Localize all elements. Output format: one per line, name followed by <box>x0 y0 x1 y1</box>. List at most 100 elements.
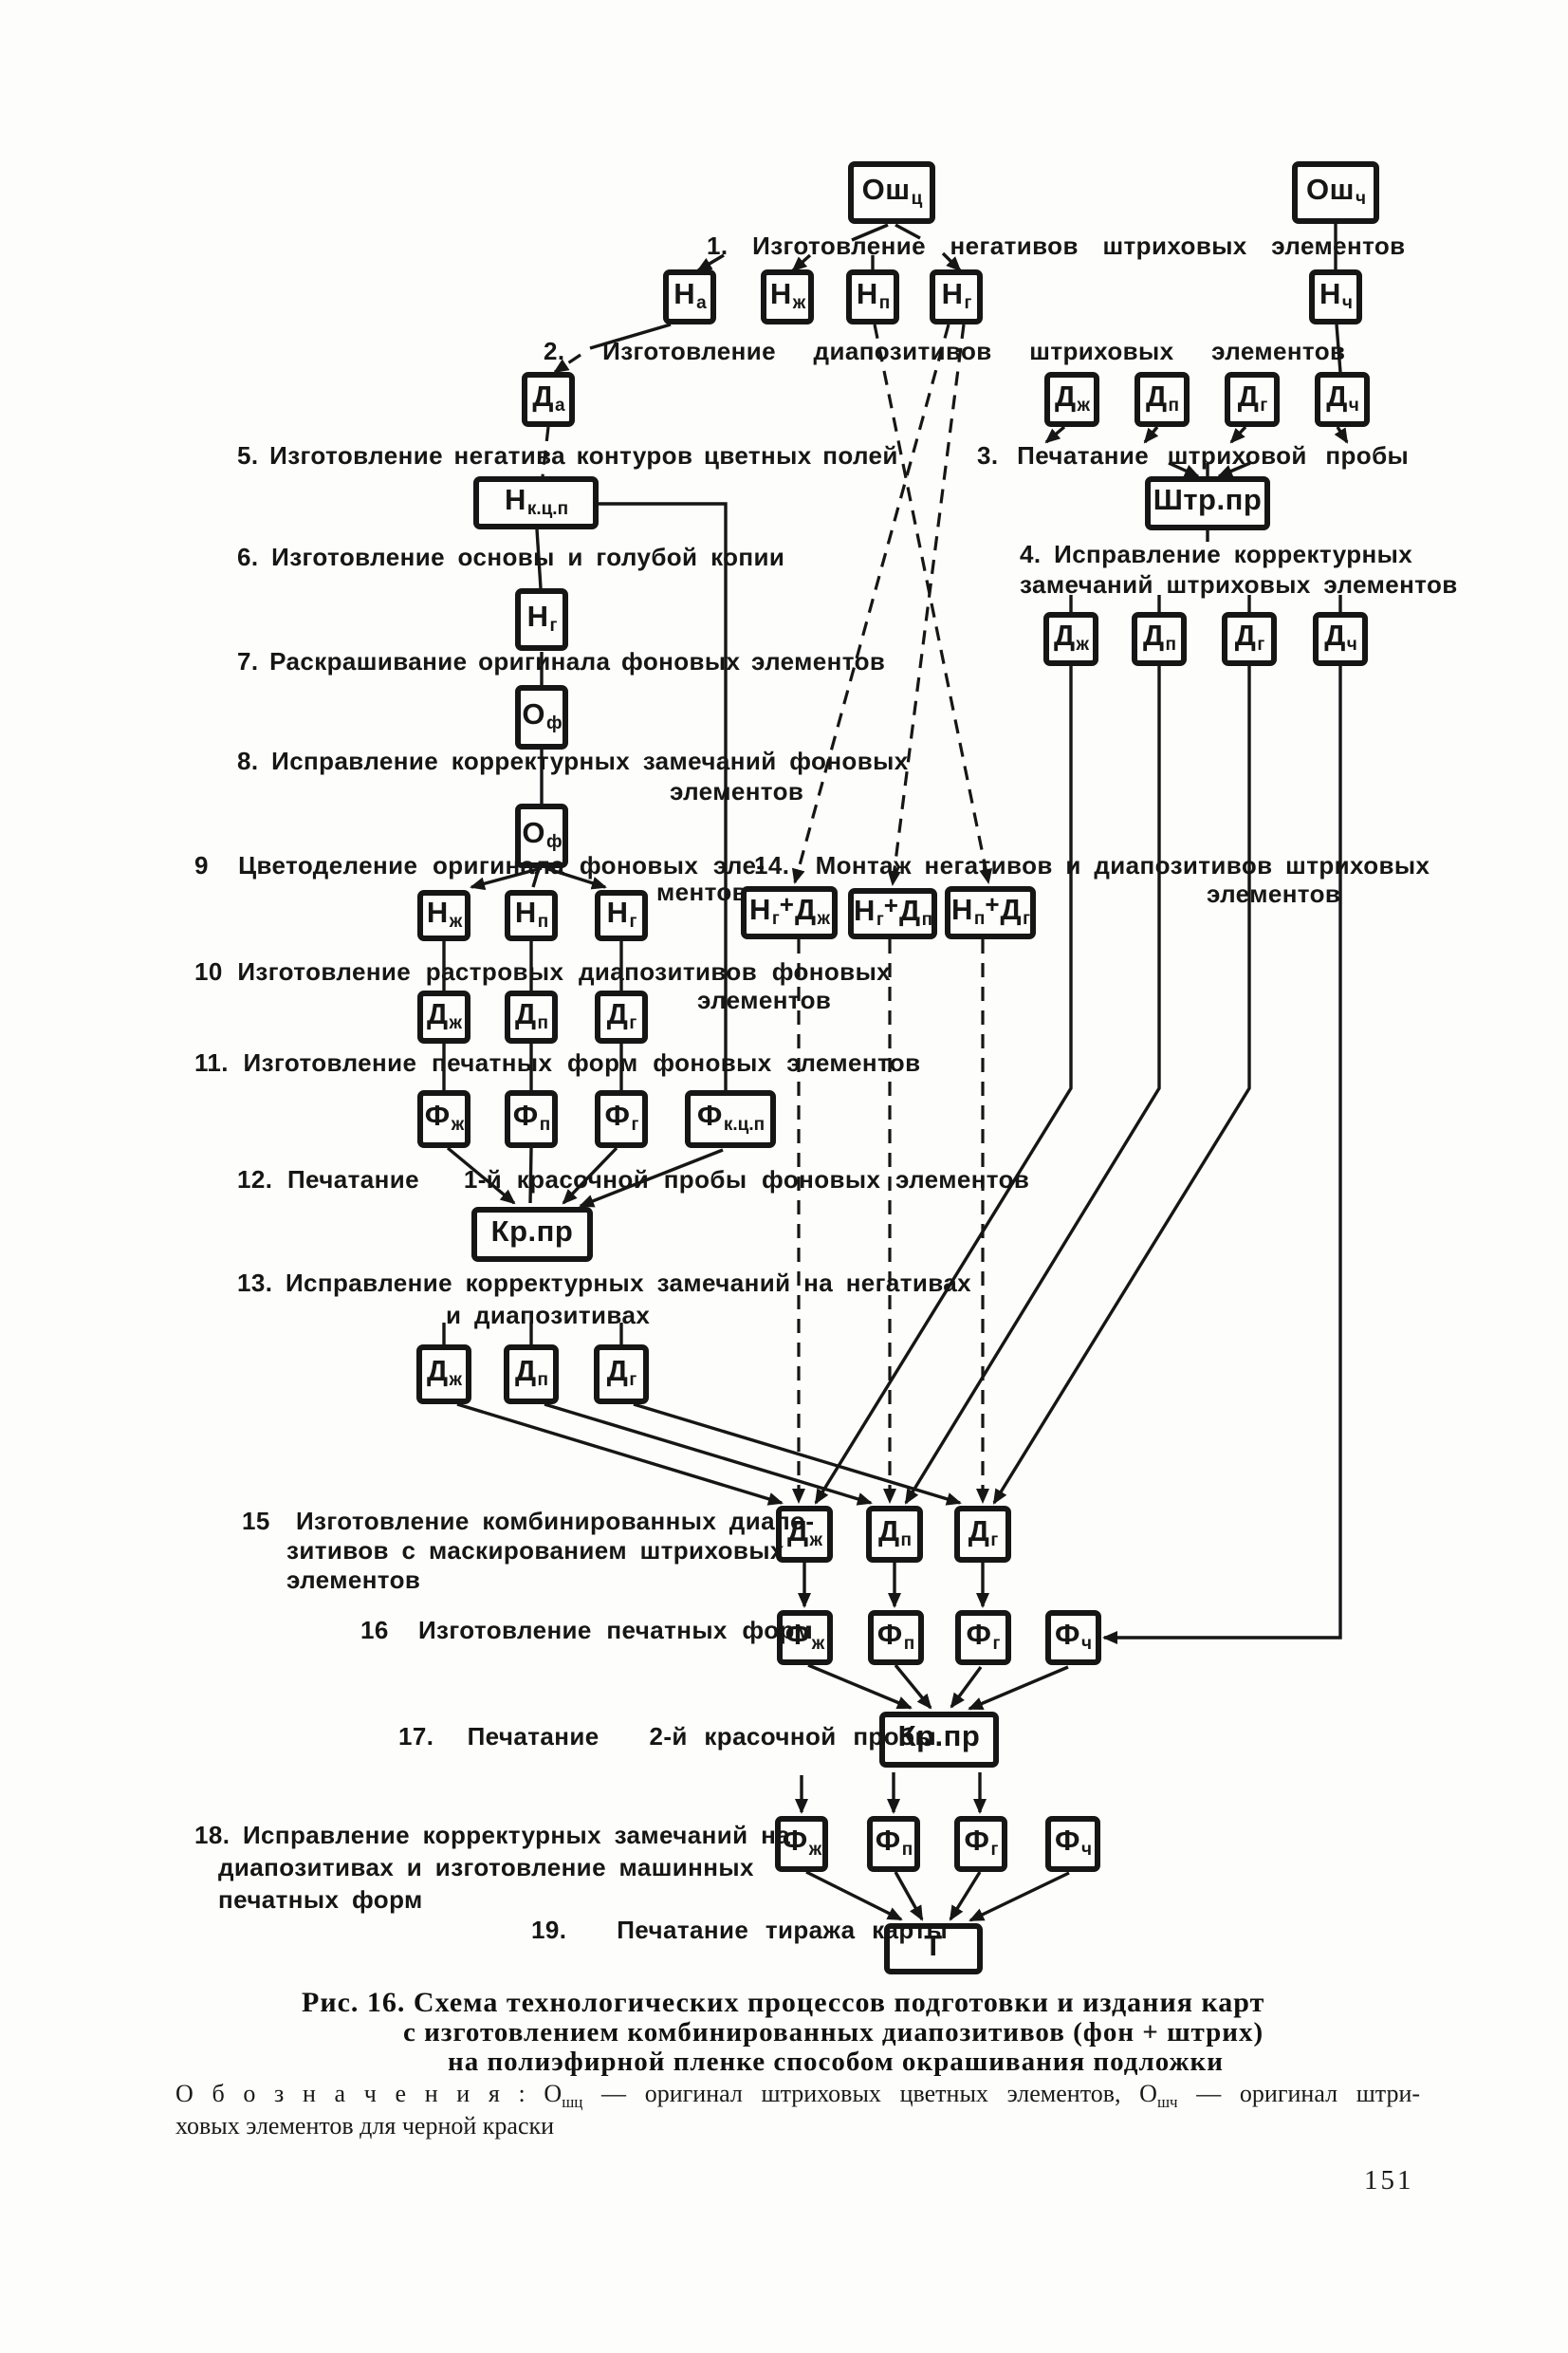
connector <box>1044 425 1066 444</box>
legend-line-2: ховых элементов для черной краски <box>175 2112 555 2140</box>
connector <box>950 1665 983 1709</box>
connector <box>791 324 950 884</box>
caption-line-1: Рис. 16. Схема технологических процессов… <box>302 1987 1265 2018</box>
box-kr-pr-2: Кр.пр <box>879 1712 999 1768</box>
legend-symbol-1-sub: шц <box>562 2093 583 2112</box>
connector <box>1229 425 1247 444</box>
connector <box>791 253 812 272</box>
step-label-8: 7. Раскрашивание оригинала фоновых элеме… <box>237 647 886 676</box>
connector <box>633 1402 962 1506</box>
connector <box>470 866 543 891</box>
connector <box>807 1663 913 1710</box>
connector <box>895 223 921 240</box>
legend-text-2: — оригинал штри- <box>1177 2080 1421 2107</box>
connector <box>1102 666 1342 1644</box>
legend-symbol-2-sub: шч <box>1156 2093 1178 2112</box>
caption-line-2: с изготовлением комбинированных диапозит… <box>403 2017 1264 2047</box>
connector <box>894 1871 924 1921</box>
connector <box>814 666 1073 1505</box>
connector <box>851 223 889 242</box>
connector <box>696 253 725 272</box>
connector <box>1335 324 1342 373</box>
connector <box>579 1148 724 1208</box>
step-label-16: элементов <box>697 986 832 1014</box>
step-label-21: 15 Изготовление комбинированных диапо- <box>242 1507 815 1535</box>
legend-symbol-2: О <box>1139 2080 1157 2107</box>
step-label-22: зитивов с маскированием штриховых <box>286 1536 784 1565</box>
connector <box>904 666 1161 1505</box>
connector <box>894 1663 932 1710</box>
connector <box>531 867 541 888</box>
connector <box>805 1870 903 1921</box>
step-label-10: элементов <box>670 777 804 806</box>
step-label-19: 13. Исправление корректурных замечаний н… <box>237 1269 972 1297</box>
legend-line-1: О б о з н а ч е н и я : Ошц — оригинал ш… <box>175 2080 1420 2112</box>
connector <box>968 1665 1069 1711</box>
connector <box>941 251 962 272</box>
page-number: 151 <box>1364 2165 1414 2196</box>
connector <box>1334 426 1349 444</box>
connector <box>887 324 966 886</box>
step-label-28: печатных форм <box>218 1885 423 1914</box>
step-label-4: 3. Печатание штриховой пробы <box>977 441 1410 470</box>
legend-text-1: — оригинал штриховых цветных элементов, <box>582 2080 1140 2107</box>
step-label-24: 16 Изготовление печатных форм <box>360 1616 814 1644</box>
connector <box>541 426 550 477</box>
connector <box>562 1146 618 1205</box>
connector <box>528 1147 533 1204</box>
step-label-7: замечаний штриховых элементов <box>1020 570 1458 599</box>
connector <box>599 502 728 1090</box>
connector <box>544 1402 873 1506</box>
connector <box>968 1871 1070 1922</box>
box-kr-pr-1: Кр.пр <box>471 1207 593 1262</box>
legend-symbol-1: О <box>544 2080 563 2107</box>
step-label-2: 2. Изготовление диапозитивов штриховых э… <box>544 337 1346 365</box>
step-label-9: 8. Исправление корректурных замечаний фо… <box>237 747 909 775</box>
box-shtr-pr: Штр.пр <box>1145 476 1270 530</box>
step-label-3: 5. Изготовление негатива контуров цветны… <box>237 441 898 470</box>
step-label-11: 9 Цветоделение оригинала фоновых эле- <box>194 851 766 880</box>
step-label-17: 11. Изготовление печатных форм фоновых э… <box>194 1048 921 1077</box>
connector <box>1168 461 1200 478</box>
step-label-18: 12. Печатание 1-й красочной пробы фоновы… <box>237 1165 1030 1194</box>
step-label-26: 18. Исправление корректурных замечаний н… <box>194 1821 791 1849</box>
connector <box>873 324 993 884</box>
legend-intro: О б о з н а ч е н и я : <box>175 2080 544 2107</box>
connector <box>553 353 581 374</box>
connector <box>1217 461 1251 478</box>
connector <box>992 666 1251 1505</box>
step-label-29: 19. Печатание тиража карты <box>531 1916 949 1944</box>
